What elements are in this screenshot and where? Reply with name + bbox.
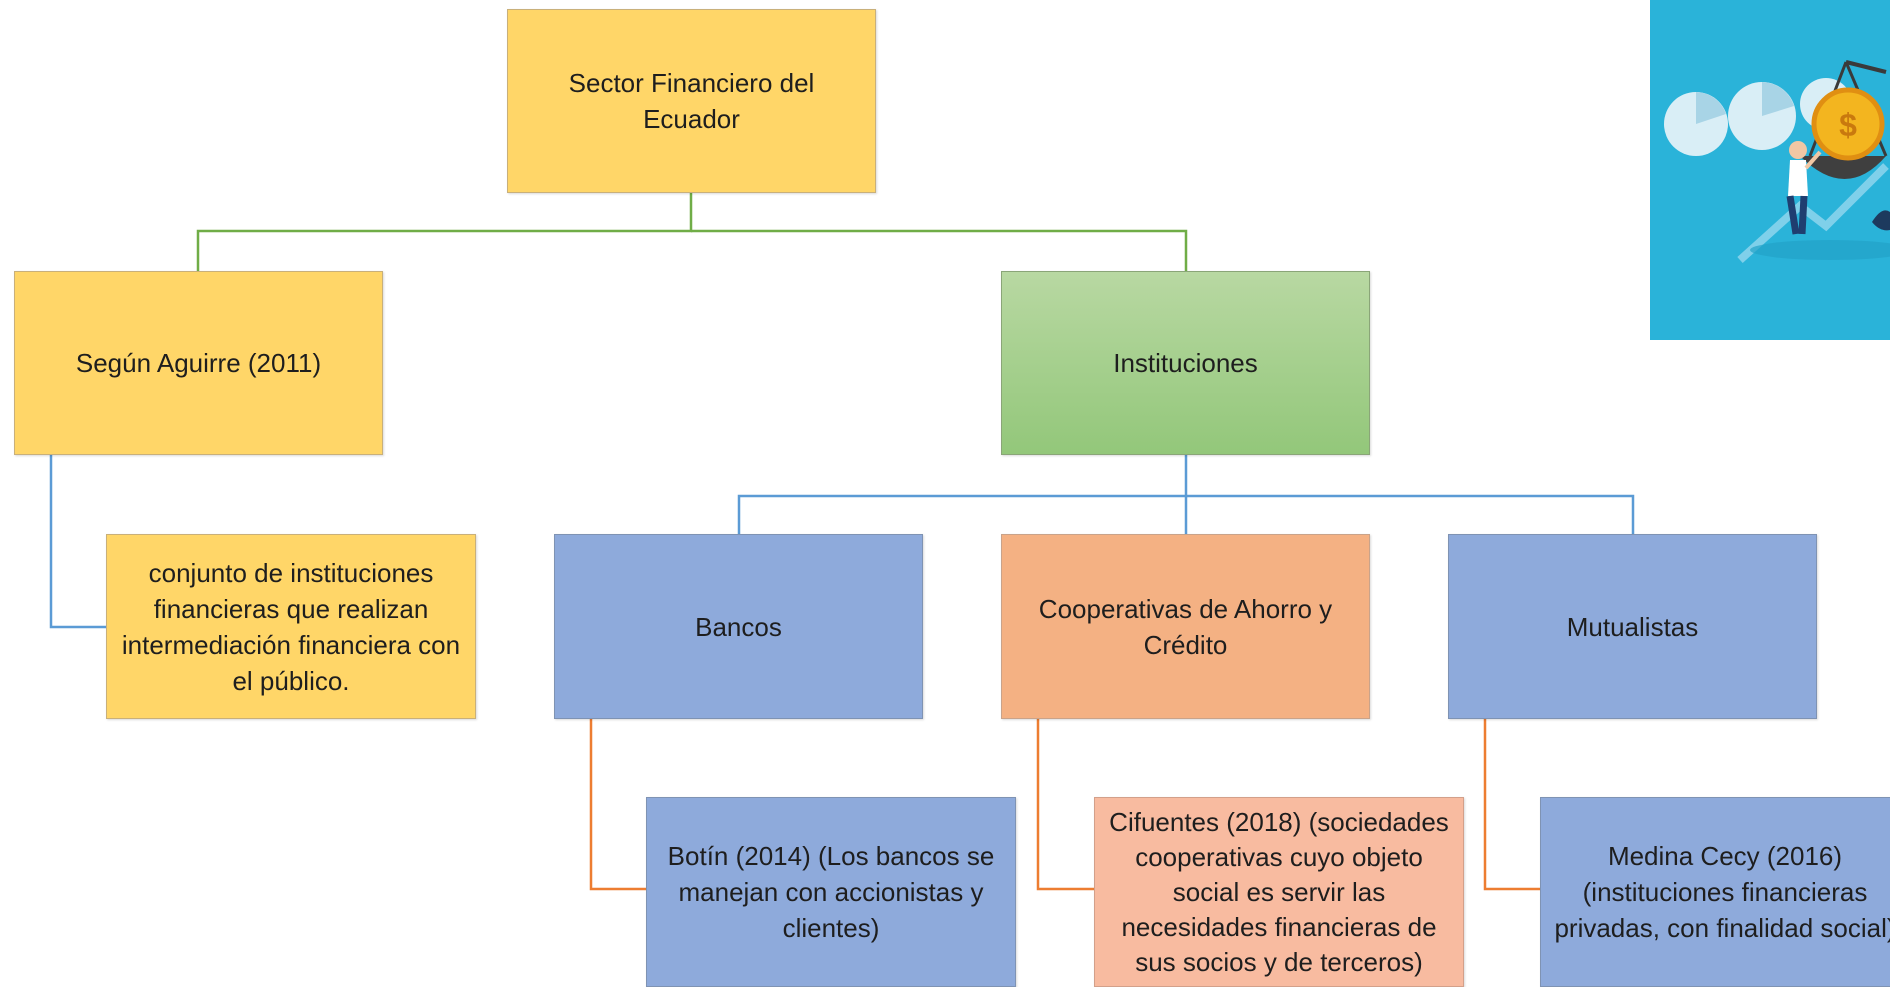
node-medina-reference[interactable]: Medina Cecy (2016) (instituciones financ… [1540, 797, 1890, 987]
node-sector-financiero[interactable]: Sector Financiero del Ecuador [507, 9, 876, 193]
node-cifuentes-reference-label: Cifuentes (2018) (sociedades cooperativa… [1109, 806, 1449, 977]
connector-root-to-aguirre [196, 193, 693, 271]
finance-balance-scale-illustration-icon: $ [1664, 60, 1890, 263]
node-definicion-label: conjunto de instituciones financieras qu… [121, 557, 461, 696]
node-cifuentes-reference[interactable]: Cifuentes (2018) (sociedades cooperativa… [1094, 797, 1464, 987]
node-mutualistas[interactable]: Mutualistas [1448, 534, 1817, 719]
connector-mutualistas-to-medina [1483, 719, 1540, 891]
node-mutualistas-label: Mutualistas [1566, 611, 1699, 642]
node-segun-aguirre[interactable]: Según Aguirre (2011) [14, 271, 383, 455]
node-sector-financiero-label: Sector Financiero del Ecuador [568, 68, 815, 134]
node-botin-reference[interactable]: Botín (2014) (Los bancos se manejan con … [646, 797, 1016, 987]
node-segun-aguirre-label: Según Aguirre (2011) [75, 348, 322, 378]
connector-instituciones-to-bancos [737, 455, 1188, 534]
node-bancos[interactable]: Bancos [554, 534, 923, 719]
connector-cooperativas-to-cifuentes [1036, 719, 1094, 891]
node-cooperativas-label: Cooperativas de Ahorro y Crédito [1038, 593, 1333, 660]
node-definicion[interactable]: conjunto de instituciones financieras qu… [106, 534, 476, 719]
connector-instituciones-to-mutualistas [1186, 494, 1635, 534]
svg-text:$: $ [1839, 107, 1857, 143]
connector-aguirre-to-definition [49, 455, 106, 629]
node-cooperativas[interactable]: Cooperativas de Ahorro y Crédito [1001, 534, 1370, 719]
node-medina-reference-label: Medina Cecy (2016) (instituciones financ… [1554, 841, 1890, 943]
node-instituciones-label: Instituciones [1113, 348, 1258, 378]
finance-illustration: $ [1650, 0, 1890, 340]
node-botin-reference-label: Botín (2014) (Los bancos se manejan con … [667, 841, 995, 943]
connector-bancos-to-botin [589, 719, 646, 891]
node-bancos-label: Bancos [695, 611, 782, 642]
connector-root-to-instituciones [691, 229, 1188, 271]
node-instituciones[interactable]: Instituciones [1001, 271, 1370, 455]
